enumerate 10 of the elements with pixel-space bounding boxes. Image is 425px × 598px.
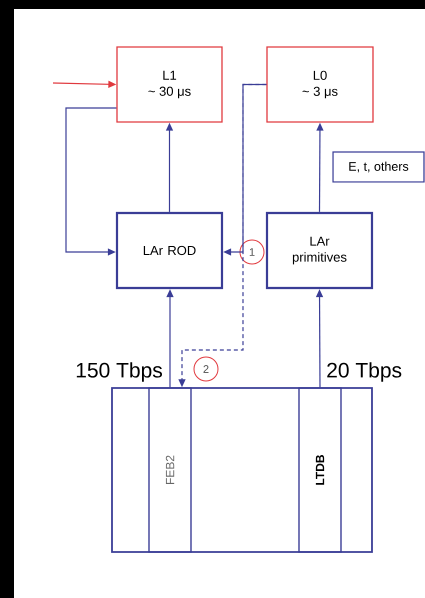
process-box: LAr primitives [266, 212, 374, 290]
annotation-box: E, t, others [332, 151, 425, 183]
trigger-box: L0 ~ 3 μs [266, 46, 374, 123]
bandwidth-label: 20 Tbps [327, 362, 402, 382]
module-box [111, 387, 373, 553]
board-column: LTDB [298, 387, 342, 553]
trigger-box: L1 ~ 30 μs [116, 46, 223, 123]
board-column: FEB2 [148, 387, 192, 553]
process-box: LAr ROD [116, 212, 224, 290]
bandwidth-label: 150 Tbps [76, 362, 162, 382]
